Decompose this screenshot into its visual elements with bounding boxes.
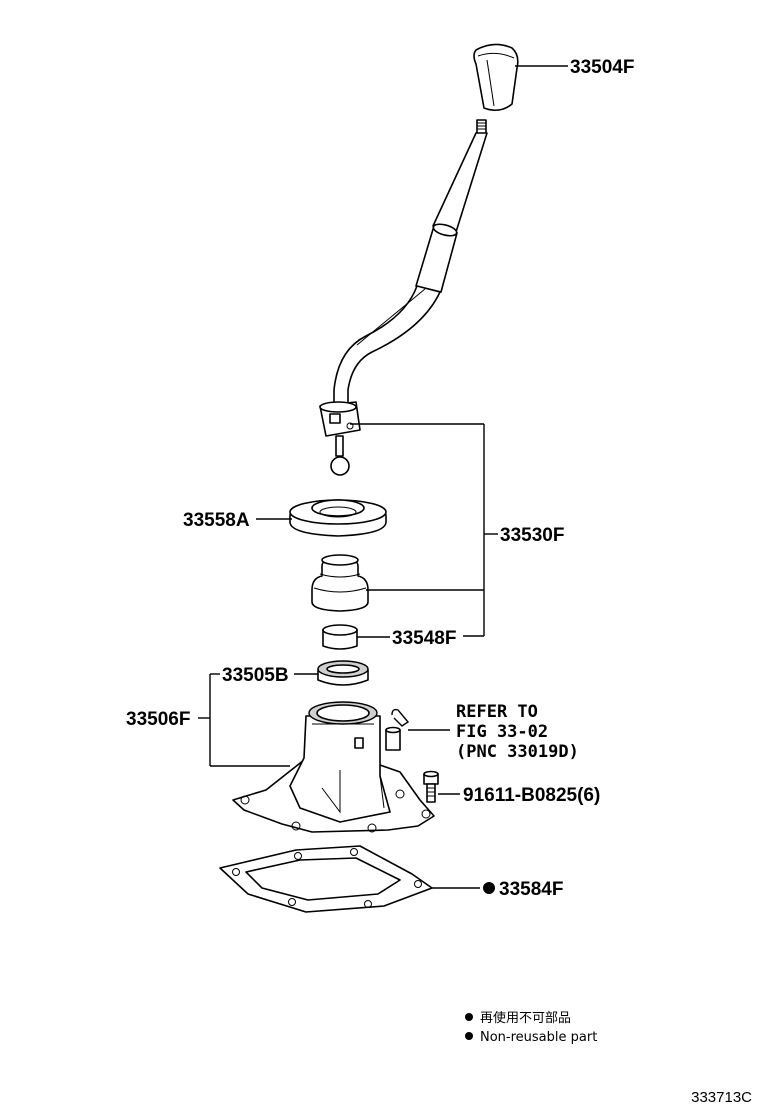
shift-housing <box>232 701 435 833</box>
reference-line-3: (PNC 33019D) <box>456 742 579 762</box>
bracket-lever-assy <box>350 423 498 637</box>
label-bolt: 91611-B0825(6) <box>463 785 600 806</box>
lever-seat <box>289 499 387 537</box>
legend-japanese: 再使用不可部品 <box>480 1010 571 1026</box>
reference-line-1: REFER TO <box>456 702 538 722</box>
label-knob: 33504F <box>570 57 634 78</box>
legend-english: Non-reusable part <box>480 1030 597 1045</box>
breather-plug <box>385 708 410 751</box>
figure-number: 333713C <box>691 1089 752 1106</box>
label-seat: 33558A <box>183 510 250 531</box>
bolt <box>423 770 439 803</box>
legend-bullet-icon <box>465 1032 473 1040</box>
label-bushing: 33548F <box>392 628 456 649</box>
label-retainer: 33505B <box>222 665 289 686</box>
bushing <box>322 624 358 650</box>
shift-lever <box>319 119 488 476</box>
label-lever-assy: 33530F <box>500 525 564 546</box>
legend-bullet-icon <box>465 1013 473 1021</box>
label-housing: 33506F <box>126 709 190 730</box>
gasket <box>219 845 433 913</box>
non-reusable-bullet-icon <box>483 882 495 894</box>
bracket-housing <box>198 673 290 767</box>
retainer-ring <box>317 660 369 686</box>
shift-boot <box>311 554 369 612</box>
label-gasket: 33584F <box>499 879 563 900</box>
reference-line-2: FIG 33-02 <box>456 722 548 742</box>
shift-knob <box>473 43 519 112</box>
